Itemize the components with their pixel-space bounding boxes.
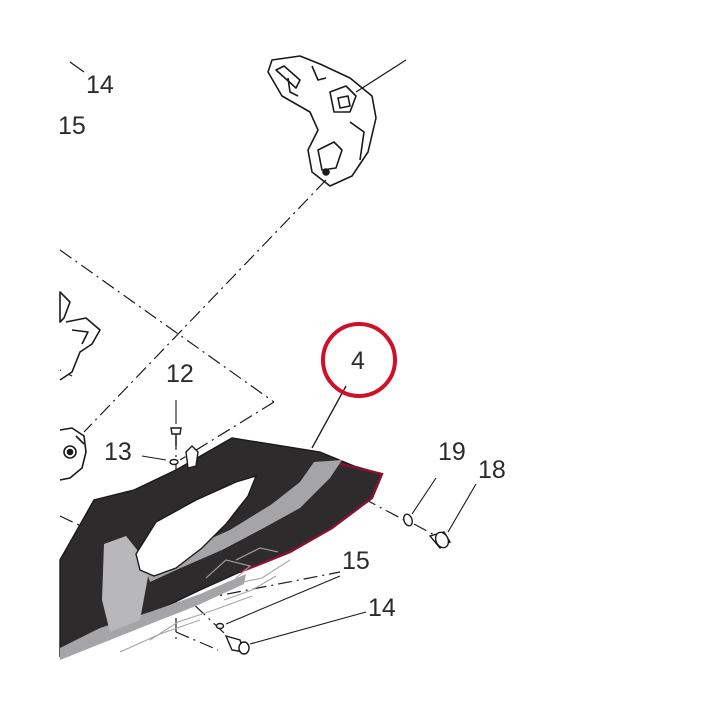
callout-18: 18 <box>478 456 506 484</box>
callout-14a-leader <box>69 61 85 73</box>
callout-19: 19 <box>438 438 466 466</box>
washer-13 <box>141 455 179 466</box>
callout-14-bottom: 14 <box>368 594 396 622</box>
screw-18 <box>428 483 477 549</box>
upper-bracket-leader <box>355 59 407 93</box>
panel-stripe-lower <box>60 574 246 660</box>
panel-cutout <box>135 474 258 577</box>
panel-tab <box>185 445 199 469</box>
callout-13: 13 <box>104 438 132 466</box>
panel-graphic-lines <box>119 547 291 653</box>
left-bracket-part <box>59 291 101 481</box>
callout-4-leader <box>311 385 347 449</box>
screw-14 <box>224 611 367 655</box>
upper-bracket-part <box>267 55 377 187</box>
callout-12: 12 <box>166 360 194 388</box>
callout-15-top: 15 <box>58 112 86 140</box>
screw-12 <box>170 400 182 446</box>
callout-4: 4 <box>351 347 365 375</box>
lower-cowl-panel <box>59 437 384 660</box>
callout-14-top: 14 <box>86 71 114 99</box>
washer-15 <box>215 575 341 630</box>
callout-4-highlight-ring <box>321 322 397 398</box>
panel-trim <box>239 460 384 574</box>
washer-19 <box>403 477 437 527</box>
callout-15-bottom: 15 <box>342 547 370 575</box>
